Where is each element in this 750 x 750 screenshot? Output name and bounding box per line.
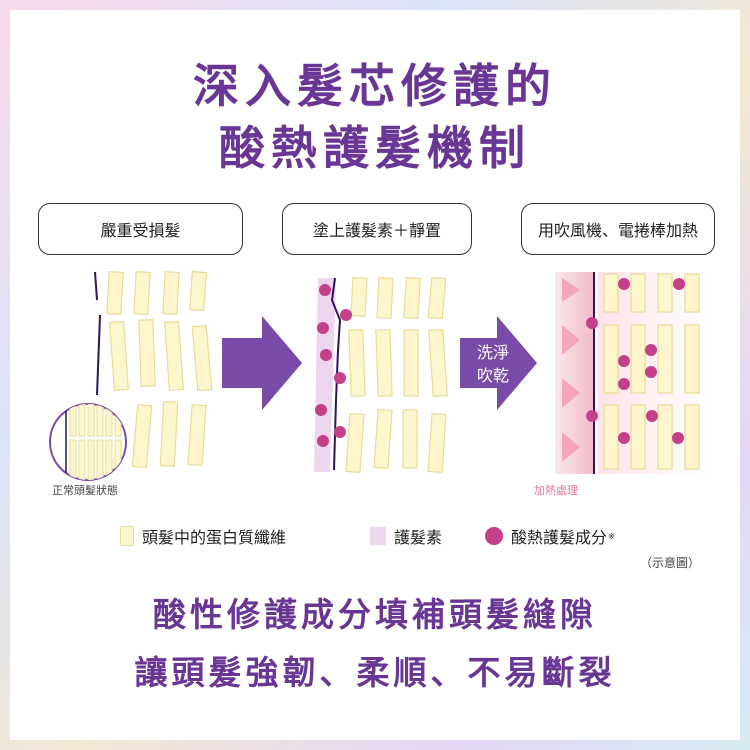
bottom-text-2: 讓頭髮強韌、柔順、不易斷裂 <box>134 653 616 692</box>
step-2-label: 塗上護髮素＋靜置 <box>282 203 472 255</box>
legend-footnote-mark: ※ <box>608 531 615 541</box>
damaged-hair-panel <box>49 270 213 481</box>
heat-panel <box>555 272 710 474</box>
title-line-1: 深入髮芯修護的 <box>193 59 557 113</box>
normal-hair-note: 正常頭髮狀態 <box>52 484 118 497</box>
bottom-text-1: 酸性修護成分填補頭髮縫隙 <box>153 595 597 634</box>
title-line-2: 酸熱護髮機制 <box>219 121 531 175</box>
arrow-wash-dry <box>460 316 537 410</box>
legend-label: 頭髮中的蛋白質纖維 <box>142 528 287 547</box>
heat-note: 加熱處理 <box>534 484 578 497</box>
illustrative-note: （示意圖） <box>640 556 701 570</box>
legend-conditioner: 護髮素 <box>370 524 442 548</box>
arrow-apply <box>222 316 302 410</box>
legend-protein-fiber: 頭髮中的蛋白質纖維 <box>120 524 286 548</box>
conditioner-swatch <box>370 527 386 545</box>
arrow-text-1: 洗淨 <box>477 343 509 362</box>
legend-acid-heat: 酸熱護髮成分 ※ <box>485 524 615 548</box>
arrow-text-2: 吹乾 <box>477 366 509 385</box>
protein-fiber-swatch <box>120 526 134 546</box>
legend-label: 護髮素 <box>394 528 443 547</box>
step-1-label: 嚴重受損髮 <box>38 203 243 255</box>
acid-heat-dot <box>485 527 503 545</box>
step-3-label: 用吹風機、電捲棒加熱 <box>521 203 715 255</box>
conditioner-panel <box>314 276 448 474</box>
legend-label: 酸熱護髮成分 <box>511 528 608 547</box>
